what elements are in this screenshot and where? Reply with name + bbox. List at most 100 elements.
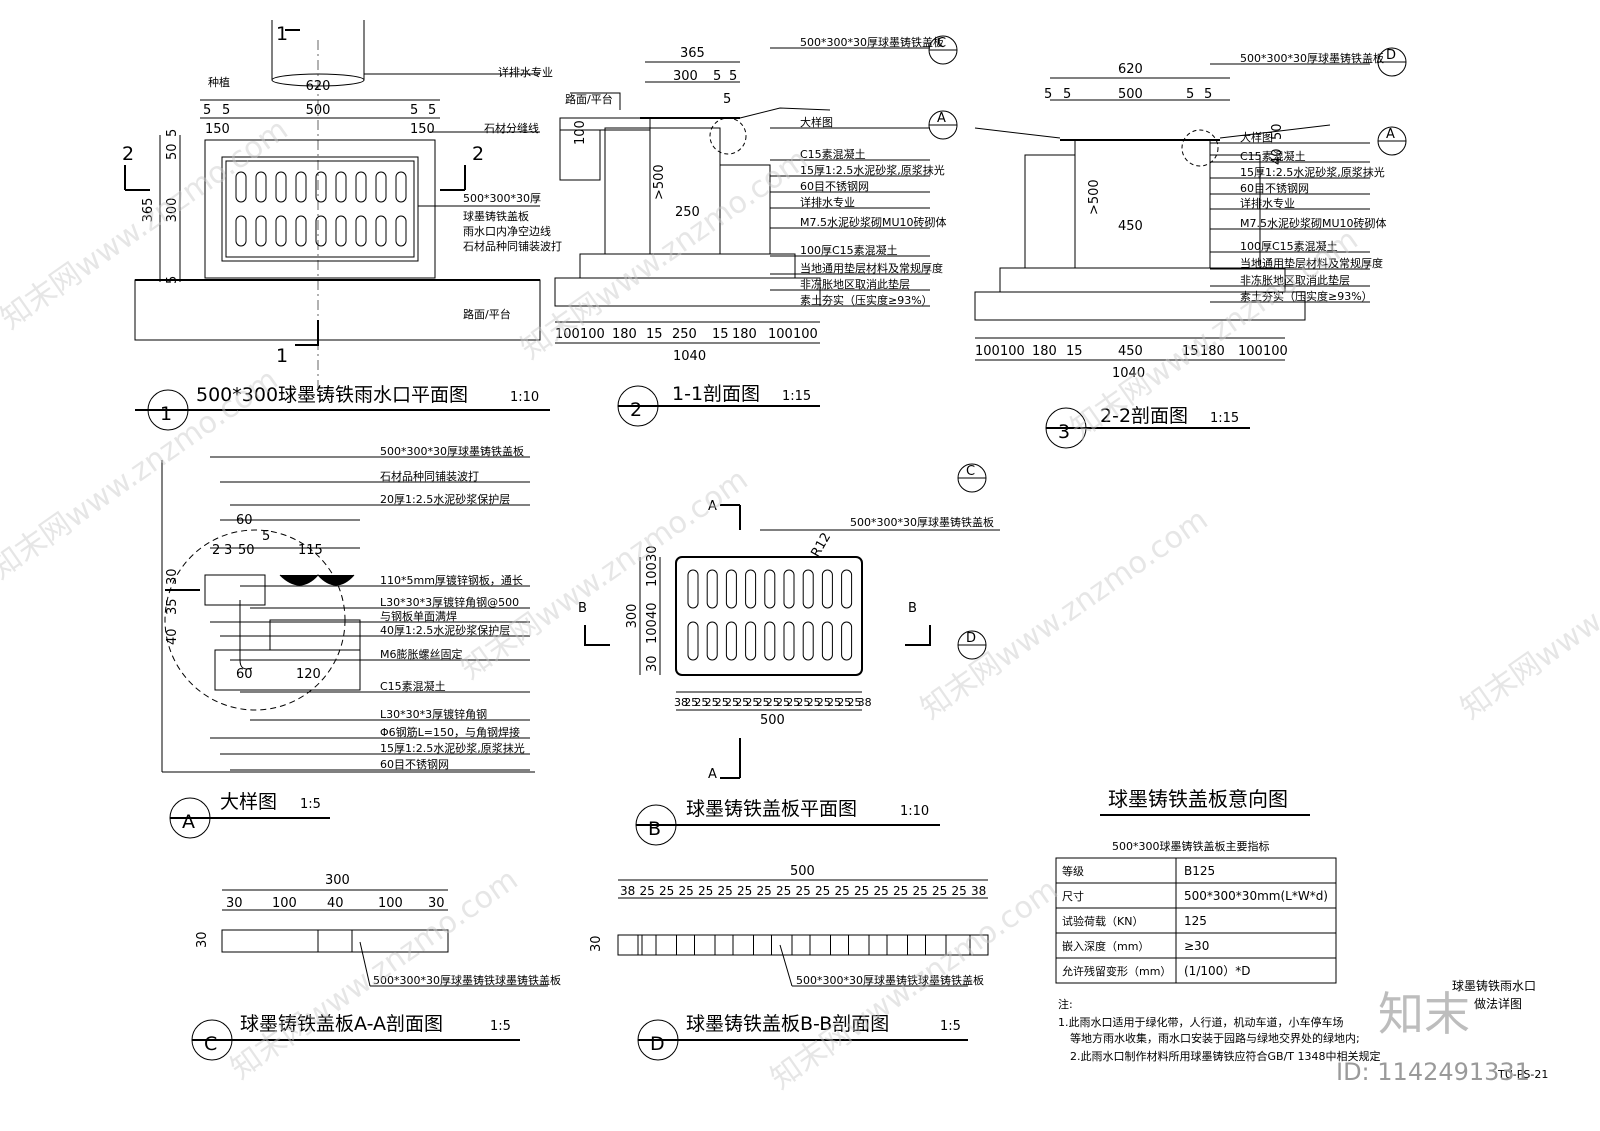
detail-label: 石材品种同铺装波打 <box>380 469 479 483</box>
dim-text: 15 <box>1182 344 1199 359</box>
drawing-scale: 1:15 <box>782 389 811 404</box>
slot <box>335 171 347 203</box>
plan-dim: 300 <box>165 198 180 223</box>
section-label: 非冻胀地区取消此垫层 <box>800 277 910 291</box>
rib <box>945 934 971 956</box>
watermark: 知末网www.znzmo.com <box>915 502 1215 727</box>
spec-value: ≥30 <box>1184 939 1209 953</box>
sec1-dim: >500 <box>652 164 667 200</box>
detail-label: 20厚1:2.5水泥砂浆保护层 <box>380 492 510 506</box>
drawing-scale: 1:5 <box>940 1019 961 1034</box>
drawing-scale: 1:15 <box>1210 411 1239 426</box>
plan-label: 种植 <box>208 75 230 89</box>
spec-caption: 500*300球墨铸铁盖板主要指标 <box>1112 839 1270 853</box>
plan-dim: 5 <box>203 103 211 118</box>
section-label: 素土夯实（压实度≥93%） <box>800 293 933 307</box>
cover-dim: 25 <box>817 696 831 709</box>
rib <box>676 934 695 956</box>
plan-label: 雨水口内净空边线 <box>463 224 551 238</box>
detail-dim: 120 <box>296 667 321 682</box>
plan-dim: 500 <box>306 103 331 118</box>
drawing-title: 2-2剖面图 <box>1100 405 1188 427</box>
cover-dim: 25 <box>745 696 759 709</box>
section-label: 当地通用垫层材料及常规厚度 <box>1240 256 1383 270</box>
spec-key: 允许残留变形（mm） <box>1062 964 1171 978</box>
detail-dim: 2 <box>212 543 220 558</box>
bb-dim: 25 <box>932 884 947 898</box>
plan-dim: 50 <box>165 143 180 160</box>
rib <box>753 934 772 956</box>
dim-text: 100 <box>793 327 818 342</box>
section-label: C15素混凝土 <box>1240 149 1306 163</box>
drawing-index: B <box>648 818 661 840</box>
plan-dim: 150 <box>205 122 230 137</box>
section-label: 详排水专业 <box>800 195 855 209</box>
cover-dim: 25 <box>715 696 729 709</box>
drawing-scale: 1:5 <box>490 1019 511 1034</box>
slot <box>375 171 387 203</box>
slot <box>295 215 307 247</box>
title-name: 做法详图 <box>1474 996 1522 1011</box>
slot <box>295 171 307 203</box>
slot <box>841 569 853 609</box>
section-label: 100厚C15素混凝土 <box>800 243 898 257</box>
cover-dim: 30 <box>645 545 660 562</box>
sec2-dim: 40 <box>1270 148 1285 165</box>
note-line: 1.此雨水口适用于绿化带，人行道，机动车道，小车停车场 <box>1058 1015 1344 1029</box>
section-label: 素土夯实（压实度≥93%） <box>1240 289 1373 303</box>
plan-dim: 365 <box>141 198 156 223</box>
drawing-index: A <box>182 811 195 833</box>
bb-dim: 25 <box>737 884 752 898</box>
rib <box>714 934 734 956</box>
slot <box>255 215 267 247</box>
drawing-index: 3 <box>1058 421 1070 443</box>
dim-text: 180 <box>1200 344 1225 359</box>
bb-dim: 25 <box>718 884 733 898</box>
cover-dim: 25 <box>786 696 800 709</box>
drawing-scale: 1:5 <box>300 797 321 812</box>
aa-dim: 100 <box>378 896 403 911</box>
dim-text: 100 <box>580 327 605 342</box>
section-label: M7.5水泥砂浆砌MU10砖砌体 <box>1240 216 1387 230</box>
slot <box>235 171 247 203</box>
callout-D: D <box>966 631 976 646</box>
dim-text: 450 <box>1118 344 1143 359</box>
dim-text: 100 <box>555 327 580 342</box>
bb-dim: 500 <box>790 864 815 879</box>
cover-plan: A A B B C D 500*300*30厚球墨铸铁盖板 R12 300 30… <box>578 463 1000 846</box>
detail-dim: 35 <box>165 598 180 615</box>
sec1-dim: 5 <box>713 69 721 84</box>
callout-A: A <box>937 111 946 126</box>
bb-dim: 25 <box>640 884 655 898</box>
slot <box>764 621 776 661</box>
drawing-title: 500*300球墨铸铁雨水口平面图 <box>196 384 468 406</box>
section-mark: 2 <box>122 143 134 165</box>
section-label: 大样图 <box>1240 130 1273 144</box>
cover-dim: 100 <box>645 619 660 644</box>
sec1-dim: 100 <box>573 120 588 145</box>
bb-dim: 25 <box>854 884 869 898</box>
bb-dim: 25 <box>952 884 967 898</box>
section-label: 15厚1:2.5水泥砂浆,原浆抹光 <box>1240 165 1385 179</box>
cover-dim: 30 <box>645 655 660 672</box>
drawing-index: C <box>204 1033 217 1055</box>
sec2-dim: 620 <box>1118 62 1143 77</box>
title-name: 球墨铸铁雨水口 <box>1452 978 1536 993</box>
section-label: 非冻胀地区取消此垫层 <box>1240 273 1350 287</box>
section-mark: B <box>578 601 587 616</box>
sec2-dim: 450 <box>1118 219 1143 234</box>
title-code: TU-PS-21 <box>1497 1068 1548 1081</box>
spec-value: 125 <box>1184 914 1207 928</box>
drawing-title: 球墨铸铁盖板B-B剖面图 <box>686 1013 889 1035</box>
slot <box>802 569 814 609</box>
section-mark: 1 <box>276 23 288 45</box>
slot <box>725 569 737 609</box>
plan-label: 石材分缝线 <box>484 121 539 135</box>
cover-label: 500*300*30厚球墨铸铁盖板 <box>850 515 994 529</box>
slot <box>355 171 367 203</box>
drawing-index: 2 <box>630 399 642 421</box>
section-mark: B <box>908 601 917 616</box>
detail-dim: 5 <box>262 529 270 544</box>
sec1-dim: 5 <box>723 92 731 107</box>
